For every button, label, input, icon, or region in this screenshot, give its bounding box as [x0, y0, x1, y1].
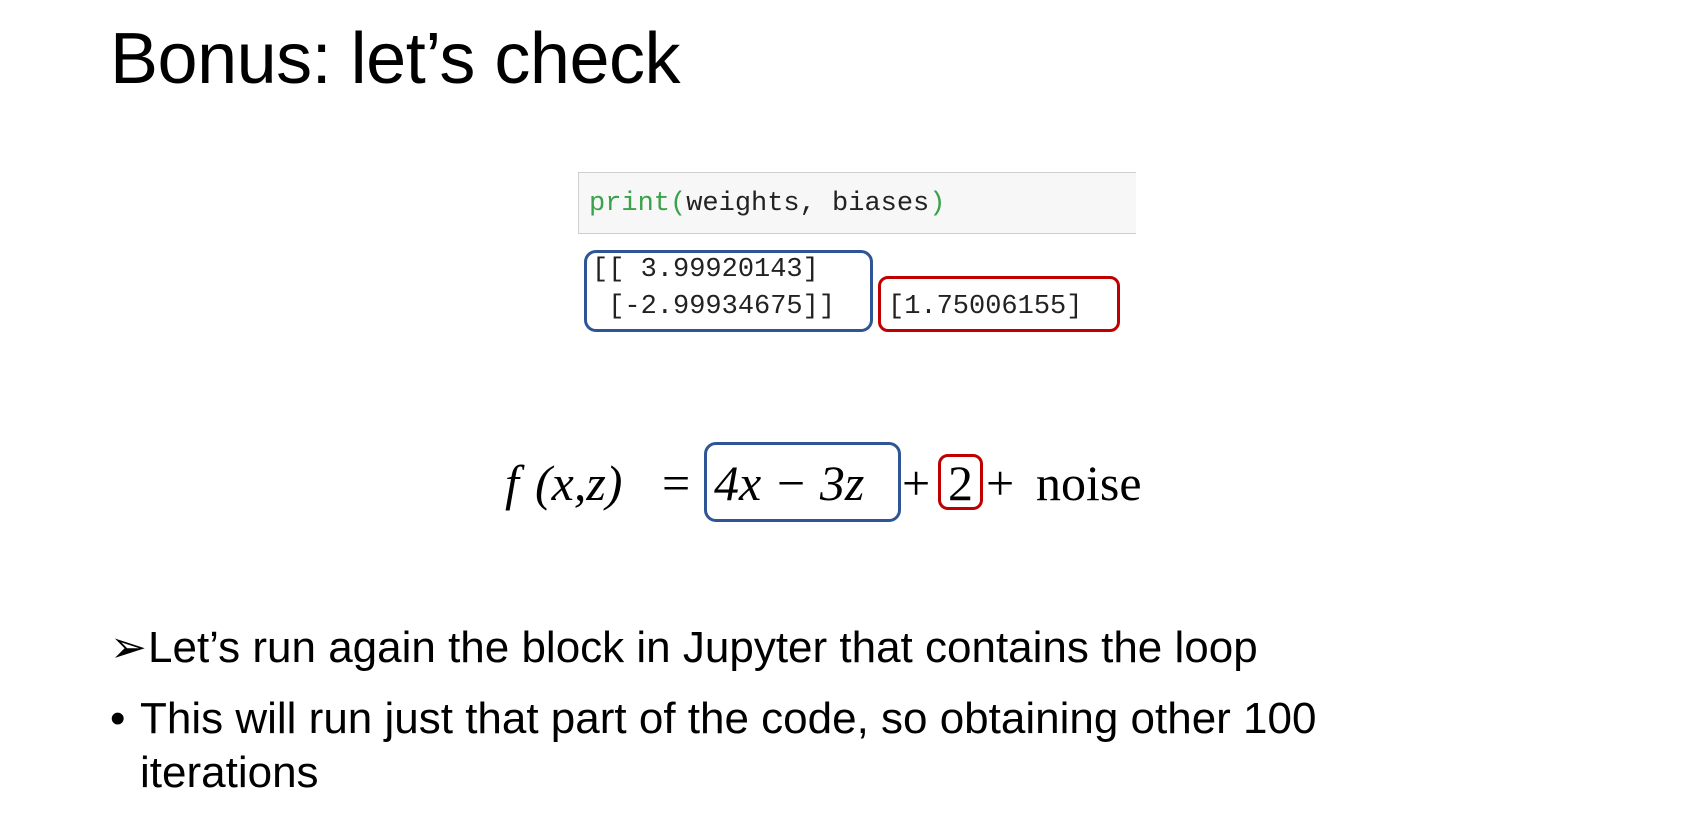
dot-bullet-text-line-2: iterations [140, 748, 319, 797]
equation-function-symbol: f [505, 455, 519, 511]
weights-highlight-box [584, 250, 873, 332]
equation-plus-2: + [986, 455, 1015, 511]
code-arguments: weights, biases [686, 189, 930, 219]
arrow-bullet-text: Let’s run again the block in Jupyter tha… [148, 623, 1258, 672]
equation-equals: = [662, 455, 691, 511]
weights-output-line-1: [[ 3.99920143] [592, 255, 819, 285]
arrow-bullet-icon: ➢ [110, 623, 147, 672]
equation-arguments: (x,z) [535, 455, 623, 511]
code-close-paren: ) [929, 189, 946, 219]
code-function-name: print [589, 189, 671, 219]
model-equation: f (x,z) = 4x − 3z + 2 + noise [0, 442, 1694, 528]
arrow-bullet: ➢Let’s run again the block in Jupyter th… [110, 622, 1258, 673]
weights-output-line-2: [-2.99934675]] [592, 292, 836, 322]
bias-term-box [938, 454, 983, 510]
equation-noise: noise [1036, 455, 1142, 511]
bias-highlight-box [878, 276, 1120, 332]
equation-plus-1: + [902, 455, 931, 511]
dot-bullet-text-line-1: This will run just that part of the code… [140, 694, 1317, 743]
weights-term-box [704, 442, 901, 522]
dot-bullet-icon: • [110, 694, 126, 743]
bias-output: [1.75006155] [888, 292, 1083, 322]
code-open-paren: ( [670, 189, 687, 219]
equation-bias-term: 2 [948, 455, 973, 511]
code-cell[interactable]: print(weights, biases) [578, 172, 1136, 234]
equation-weights-term: 4x − 3z [714, 455, 865, 511]
slide-title: Bonus: let’s check [110, 19, 681, 99]
